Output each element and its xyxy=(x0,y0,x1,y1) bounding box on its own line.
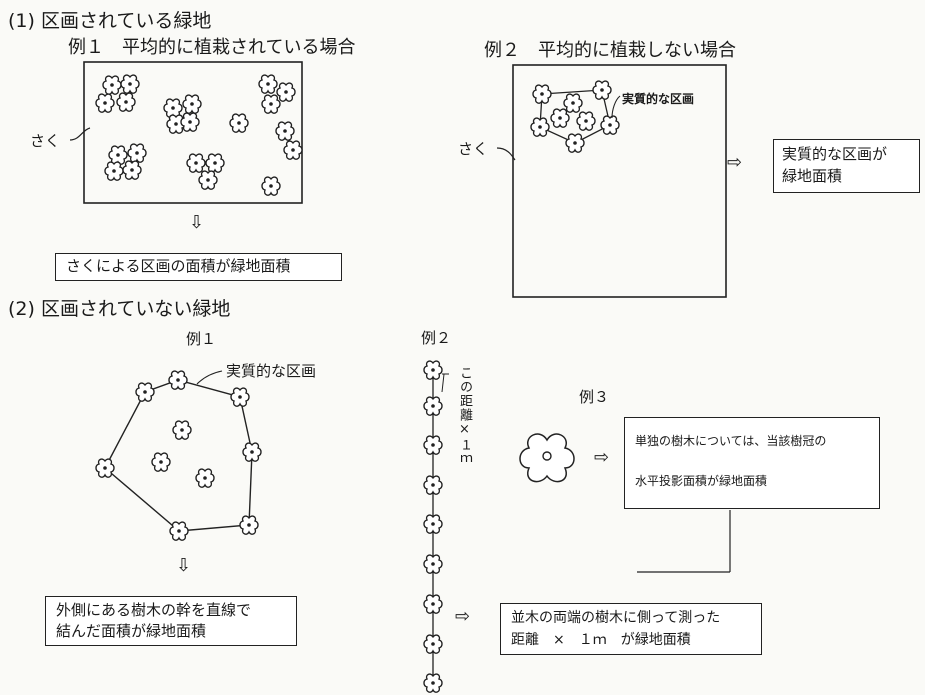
fence-pointer-1 xyxy=(69,127,91,141)
fence-pointer-2 xyxy=(496,147,516,161)
result-box-effective-zone: 実質的な区画が 緑地面積 xyxy=(773,139,920,193)
result-box-tree-row: 並木の両端の樹木に側って測った 距離 × １ｍ が緑地面積 xyxy=(500,603,762,655)
result-box-fenced: さくによる区画の面積が緑地面積 xyxy=(55,253,342,281)
effective-zone-polygon-2 xyxy=(104,379,253,532)
arrow-down-icon-2: ⇩ xyxy=(176,555,192,576)
effective-zone-pointer-1 xyxy=(611,95,621,119)
arrow-right-icon: ⇨ xyxy=(727,152,743,173)
result-box-effective-zone-line2: 緑地面積 xyxy=(782,167,843,185)
fence-rect-2 xyxy=(512,64,727,298)
effective-zone-label-2: 実質的な区画 xyxy=(226,362,317,380)
fence-rect-1 xyxy=(83,61,303,204)
section1-example1-title: 例１ 平均的に植栽されている場合 xyxy=(68,37,356,58)
section2-example2-title: 例２ xyxy=(421,329,452,347)
effective-zone-pointer-2 xyxy=(196,370,223,385)
fence-label-1: さく xyxy=(30,132,61,150)
arrow-right-icon-2: ⇨ xyxy=(455,606,471,627)
arrow-down-icon: ⇩ xyxy=(189,212,205,233)
tree-row xyxy=(423,360,443,693)
section2-example3-title: 例３ xyxy=(579,388,610,406)
result-box-outer-trunks: 外側にある樹木の幹を直線で 結んだ面積が緑地面積 xyxy=(45,596,297,646)
flower-group-3 xyxy=(95,370,262,541)
section1-heading: (1) 区画されている緑地 xyxy=(8,10,212,32)
section2-example1-title: 例１ xyxy=(186,330,217,348)
result-box-single-tree-line2: 水平投影面積が緑地面積 xyxy=(635,474,768,488)
result-box-outer-trunks-line1: 外側にある樹木の幹を直線で xyxy=(56,601,252,619)
single-tree-crown xyxy=(519,433,575,483)
distance-bracket xyxy=(441,373,449,393)
result-box-outer-trunks-line2: 結んだ面積が緑地面積 xyxy=(56,622,207,640)
effective-zone-label-1: 実質的な区画 xyxy=(622,92,695,106)
result-box-tree-row-line1: 並木の両端の樹木に側って測った xyxy=(511,610,721,626)
section2-heading: (2) 区画されていない緑地 xyxy=(8,298,231,320)
arrow-right-icon-3: ⇨ xyxy=(594,447,610,468)
result-box-fenced-text: さくによる区画の面積が緑地面積 xyxy=(66,257,291,275)
section1-example2-title: 例２ 平均的に植栽しない場合 xyxy=(484,40,736,61)
fence-label-2: さく xyxy=(458,140,489,158)
result-box-effective-zone-line1: 実質的な区画が xyxy=(782,145,888,163)
distance-label: この距離×１ｍ xyxy=(457,366,472,466)
result-box-single-tree: 単独の樹木については、当該樹冠の 水平投影面積が緑地面積 xyxy=(624,417,880,509)
result-box-tree-row-line2: 距離 × １ｍ が緑地面積 xyxy=(511,632,691,648)
flower-group-1 xyxy=(95,74,303,196)
result-box-single-tree-line1: 単独の樹木については、当該樹冠の xyxy=(635,434,827,448)
